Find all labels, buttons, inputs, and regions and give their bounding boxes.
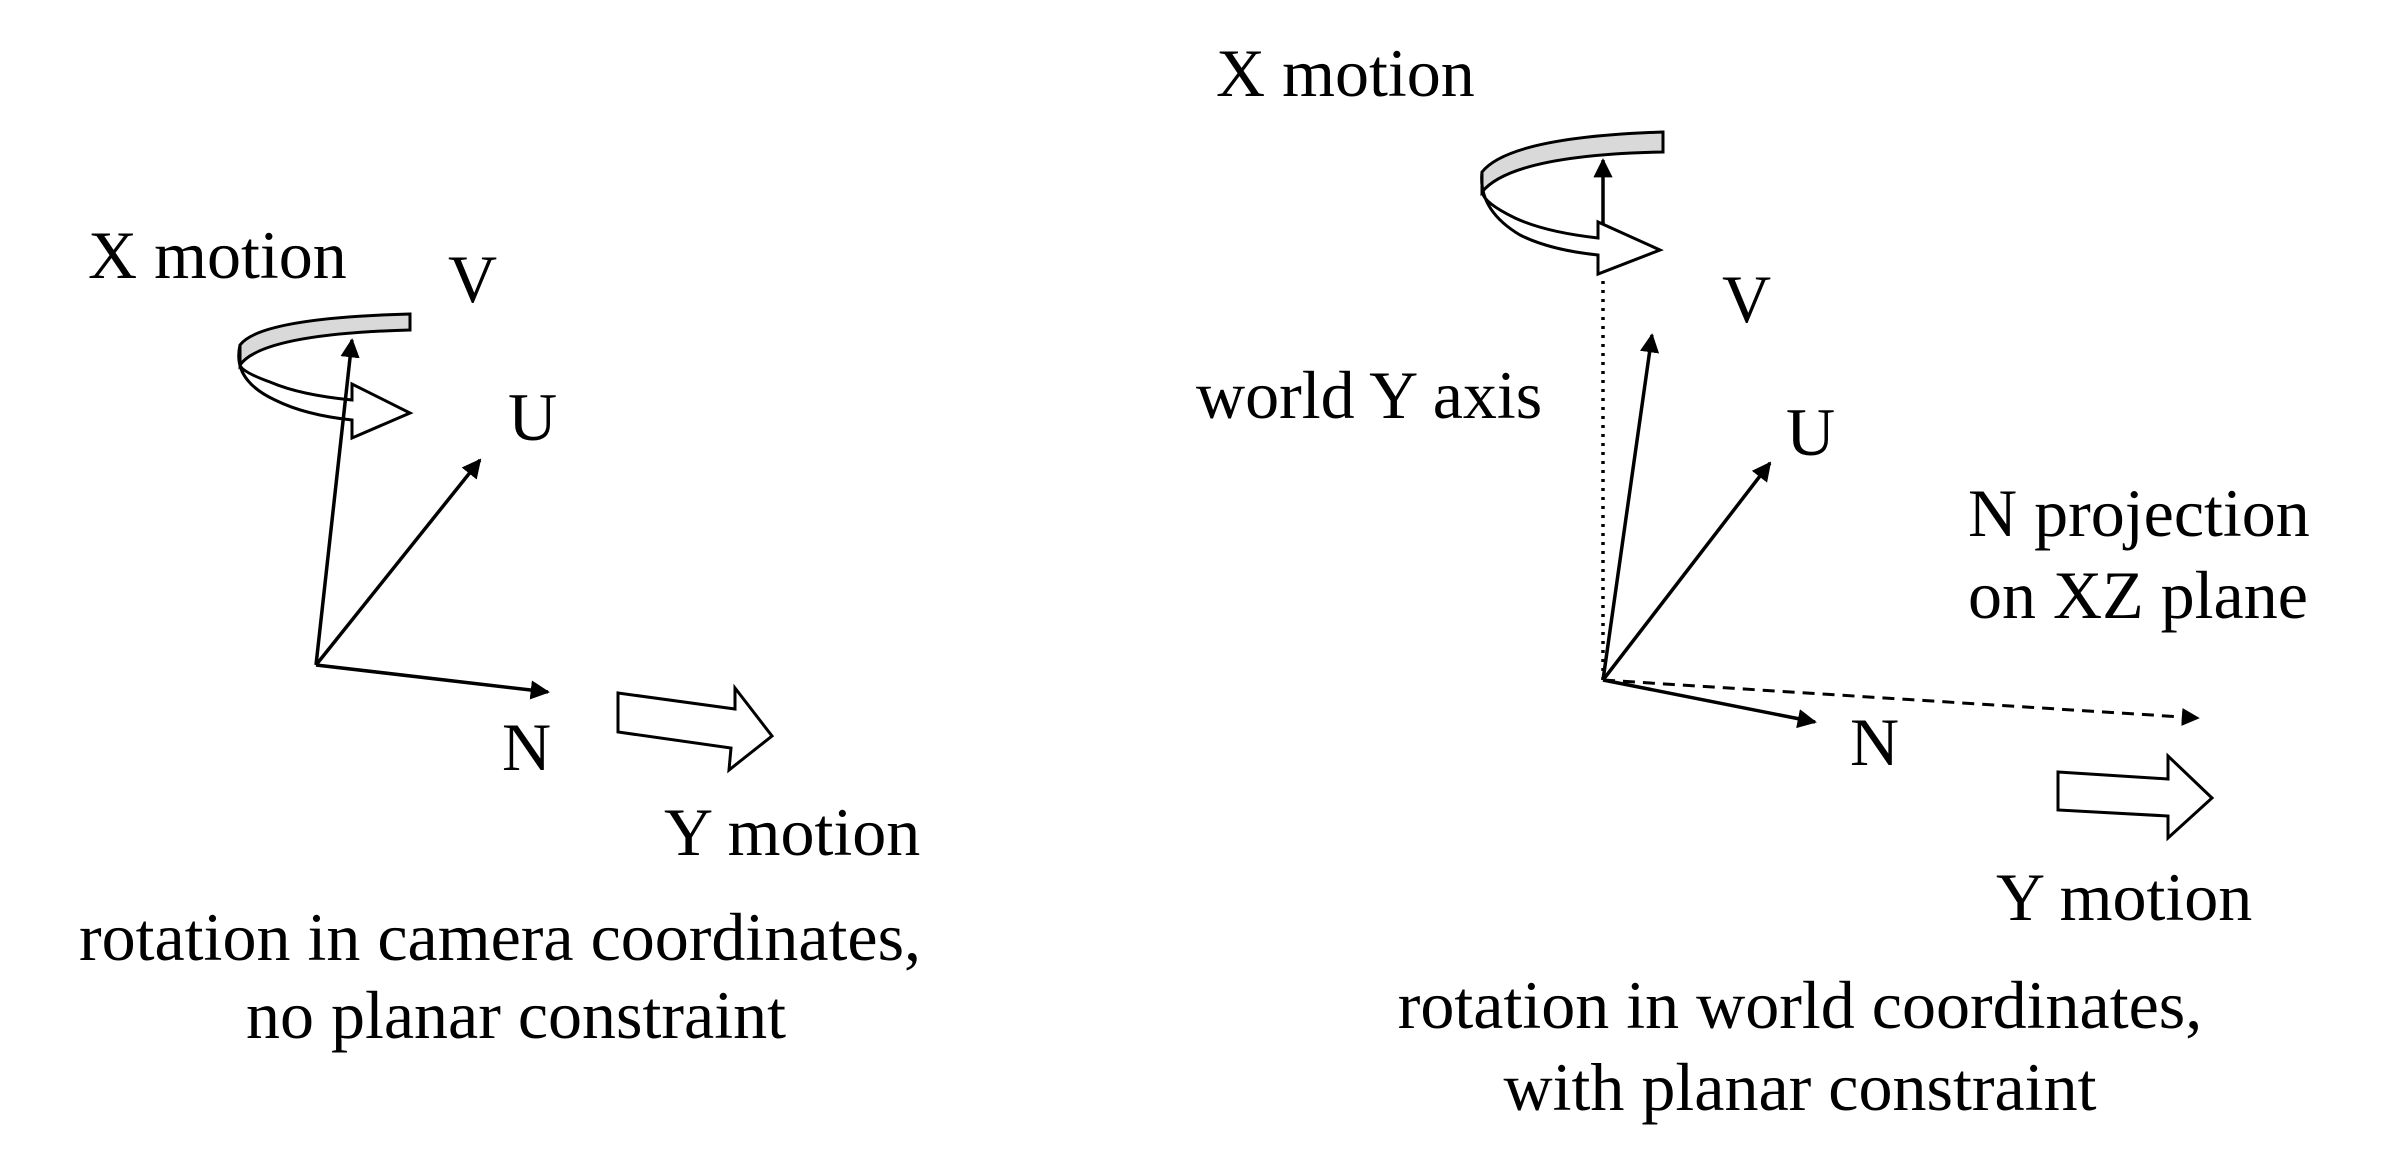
panel-caption-line-1: rotation in world coordinates, (1398, 967, 2202, 1043)
v-axis-arrow (1601, 333, 1660, 681)
panel-caption-line-2: with planar constraint (1504, 1049, 2097, 1125)
n-axis-label: N (1850, 704, 1899, 780)
n-axis-arrow (1602, 678, 1817, 729)
x-motion-label: X motion (88, 217, 347, 293)
u-axis-label: U (1786, 394, 1835, 470)
y-motion-arrow-icon (2056, 752, 2215, 842)
y-motion-label: Y motion (1996, 859, 2252, 935)
x-motion-rotation-icon (1480, 130, 1665, 277)
y-motion-label: Y motion (664, 794, 920, 870)
v-axis-label: V (1722, 261, 1771, 337)
n-axis-label: N (502, 709, 551, 785)
x-motion-label: X motion (1216, 35, 1475, 111)
panel-camera: X motion V U N Y motion rotation in came… (79, 217, 921, 1053)
world-y-axis-label: world Y axis (1196, 357, 1542, 433)
u-axis-arrow (314, 458, 482, 667)
panel-caption-line-1: rotation in camera coordinates, (79, 899, 921, 975)
v-axis-arrow (314, 338, 360, 666)
u-axis-arrow (1601, 461, 1772, 682)
n-axis-arrow (315, 663, 550, 700)
n-projection-label-line-2: on XZ plane (1968, 557, 2308, 633)
v-axis-label: V (448, 241, 497, 317)
panel-world: X motion V world Y axis U N projection o… (1196, 35, 2310, 1125)
y-motion-arrow-icon (616, 683, 775, 774)
n-projection-label-line-1: N projection (1968, 475, 2310, 551)
panel-caption-line-2: no planar constraint (246, 977, 786, 1053)
u-axis-label: U (508, 379, 557, 455)
x-motion-rotation-icon (237, 312, 414, 441)
